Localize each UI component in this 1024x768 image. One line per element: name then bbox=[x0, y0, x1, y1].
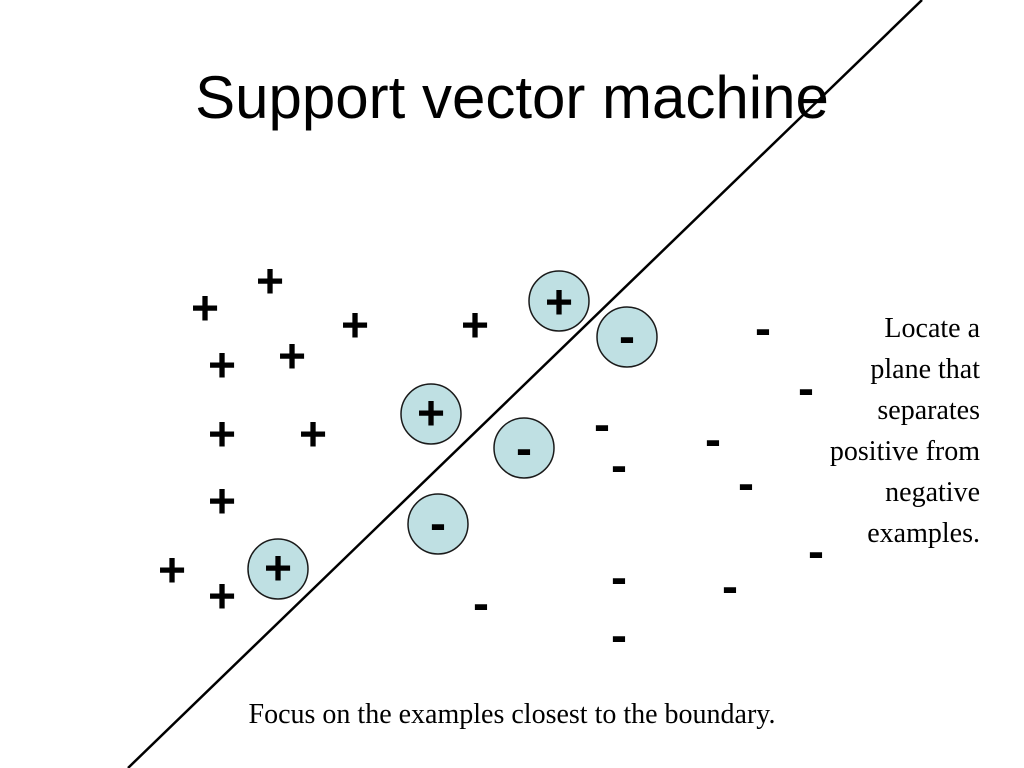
side-note-line: Locate a bbox=[884, 313, 980, 344]
support-vector-circle-positive bbox=[400, 383, 462, 445]
positive-example: + bbox=[208, 409, 236, 462]
positive-example: + bbox=[461, 300, 489, 353]
side-note-line: plane that bbox=[870, 354, 980, 385]
negative-example: - bbox=[473, 578, 489, 631]
support-vector-negative: - bbox=[516, 423, 532, 476]
negative-example: - bbox=[738, 458, 754, 511]
negative-example: - bbox=[705, 414, 721, 467]
side-note-line: examples. bbox=[867, 518, 980, 549]
side-note-line: separates bbox=[877, 395, 980, 426]
slide-caption: Focus on the examples closest to the bou… bbox=[248, 699, 776, 730]
side-note-line: negative bbox=[885, 477, 980, 508]
positive-example: + bbox=[341, 300, 369, 353]
support-vector-circle-positive bbox=[247, 538, 309, 600]
support-vector-circle-positive bbox=[528, 270, 590, 332]
negative-example: - bbox=[722, 561, 738, 614]
positive-example: + bbox=[299, 409, 327, 462]
positive-example: + bbox=[208, 340, 236, 393]
positive-example: + bbox=[208, 571, 236, 624]
support-vector-negative: - bbox=[430, 498, 446, 551]
negative-example: - bbox=[611, 552, 627, 605]
negative-example: - bbox=[611, 440, 627, 493]
slide-title: Support vector machine bbox=[195, 64, 829, 131]
support-vector-positive: + bbox=[545, 277, 573, 330]
positive-example: + bbox=[158, 545, 186, 598]
negative-example: - bbox=[808, 526, 824, 579]
positive-example: + bbox=[256, 256, 284, 309]
support-vector-circle-negative bbox=[407, 493, 469, 555]
support-vector-circle-negative bbox=[596, 306, 658, 368]
positive-example: + bbox=[278, 331, 306, 384]
negative-example: - bbox=[594, 399, 610, 452]
positive-example: + bbox=[208, 476, 236, 529]
negative-example: - bbox=[611, 610, 627, 663]
support-vector-circle-negative bbox=[493, 417, 555, 479]
positive-example: + bbox=[191, 283, 219, 336]
decision-boundary-line bbox=[127, 0, 923, 768]
negative-example: - bbox=[798, 363, 814, 416]
side-note: Locate a plane that separates positive f… bbox=[780, 308, 980, 554]
support-vector-positive: + bbox=[417, 388, 445, 441]
support-vector-positive: + bbox=[264, 543, 292, 596]
support-vector-negative: - bbox=[619, 311, 635, 364]
negative-example: - bbox=[755, 303, 771, 356]
side-note-line: positive from bbox=[829, 436, 980, 467]
